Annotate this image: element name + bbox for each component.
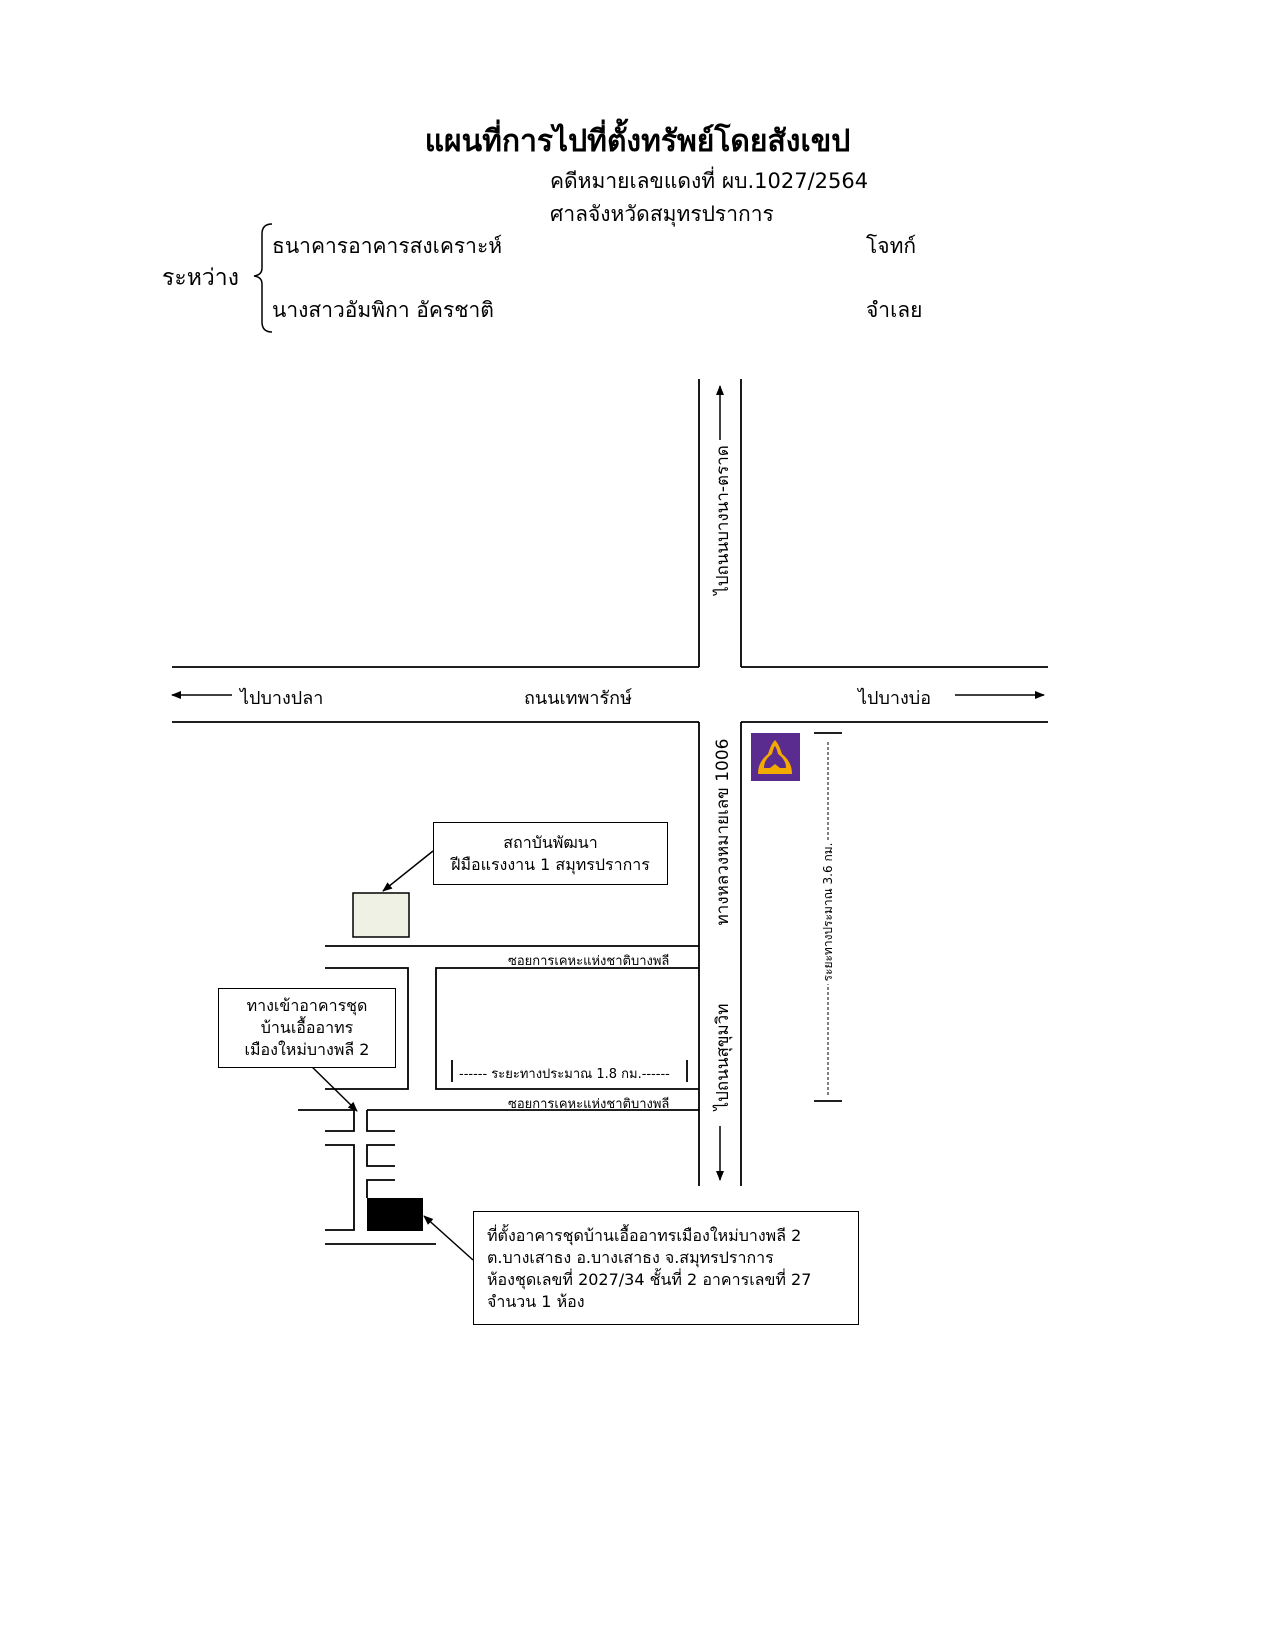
arrow-entrance <box>304 1059 358 1112</box>
soi-upper-block-left <box>325 967 409 1090</box>
location-line4: จำนวน 1 ห้อง <box>487 1292 585 1311</box>
soi-upper-label: ซอยการเคหะแห่งชาติบางพลี <box>508 954 670 969</box>
soi-upper-block-right <box>435 967 699 1090</box>
plaintiff-name: ธนาคารอาคารสงเคราะห์ <box>272 234 503 258</box>
bank-logo-icon <box>751 733 800 781</box>
court-name: ศาลจังหวัดสมุทรปราการ <box>550 202 774 226</box>
between-label: ระหว่าง <box>162 265 239 291</box>
to-south-label: ไปถนนสุขุมวิท <box>712 1004 733 1113</box>
between-bracket <box>253 223 273 333</box>
location-callout: ที่ตั้งอาคารชุดบ้านเอื้ออาทรเมืองใหม่บาง… <box>473 1211 859 1325</box>
institute-line2: ฝีมือแรงงาน 1 สมุทรปราการ <box>451 855 650 874</box>
distance-mid-label: ------ ระยะทางประมาณ 1.8 กม.------ <box>459 1067 670 1082</box>
institute-callout: สถาบันพัฒนา ฝีมือแรงงาน 1 สมุทรปราการ <box>433 822 668 885</box>
institute-line1: สถาบันพัฒนา <box>503 833 598 852</box>
arrow-location <box>423 1215 474 1261</box>
plaintiff-role: โจทก์ <box>866 234 917 258</box>
entrance-line3: เมืองใหม่บางพลี 2 <box>244 1040 370 1059</box>
distance-right-label: ระยะทางประมาณ 3.6 กม. <box>821 843 835 982</box>
location-line1: ที่ตั้งอาคารชุดบ้านเอื้ออาทรเมืองใหม่บาง… <box>487 1226 802 1245</box>
institute-building <box>352 892 410 938</box>
defendant-role: จำเลย <box>866 298 923 322</box>
to-north-label: ไปถนนบางนา-ตราด <box>712 445 733 597</box>
entrance-line1: ทางเข้าอาคารชุด <box>246 996 368 1015</box>
page-title: แผนที่การไปที่ตั้งทรัพย์โดยสังเขป <box>424 124 851 159</box>
access-left <box>325 1110 355 1231</box>
road-main-label: ถนนเทพารักษ์ <box>524 688 632 709</box>
location-line3: ห้องชุดเลขที่ 2027/34 ชั้นที่ 2 อาคารเลข… <box>487 1270 812 1289</box>
property-building <box>367 1198 423 1231</box>
defendant-name: นางสาวอัมพิกา อัครชาติ <box>272 298 494 322</box>
soi-lower-label: ซอยการเคหะแห่งชาติบางพลี <box>508 1097 670 1112</box>
entrance-line2: บ้านเอื้ออาทร <box>260 1018 354 1037</box>
to-bangbo-label: ไปบางบ่อ <box>858 688 932 709</box>
to-bangpla-label: ไปบางปลา <box>240 688 324 709</box>
entrance-callout: ทางเข้าอาคารชุด บ้านเอื้ออาทร เมืองใหม่บ… <box>218 988 396 1068</box>
access-right <box>366 1110 395 1198</box>
case-number: คดีหมายเลขแดงที่ ผบ.1027/2564 <box>550 169 869 193</box>
location-line2: ต.บางเสาธง อ.บางเสาธง จ.สมุทรปราการ <box>487 1248 774 1267</box>
highway-label: ทางหลวงหมายเลข 1006 <box>713 739 733 926</box>
arrow-institute <box>382 850 434 892</box>
